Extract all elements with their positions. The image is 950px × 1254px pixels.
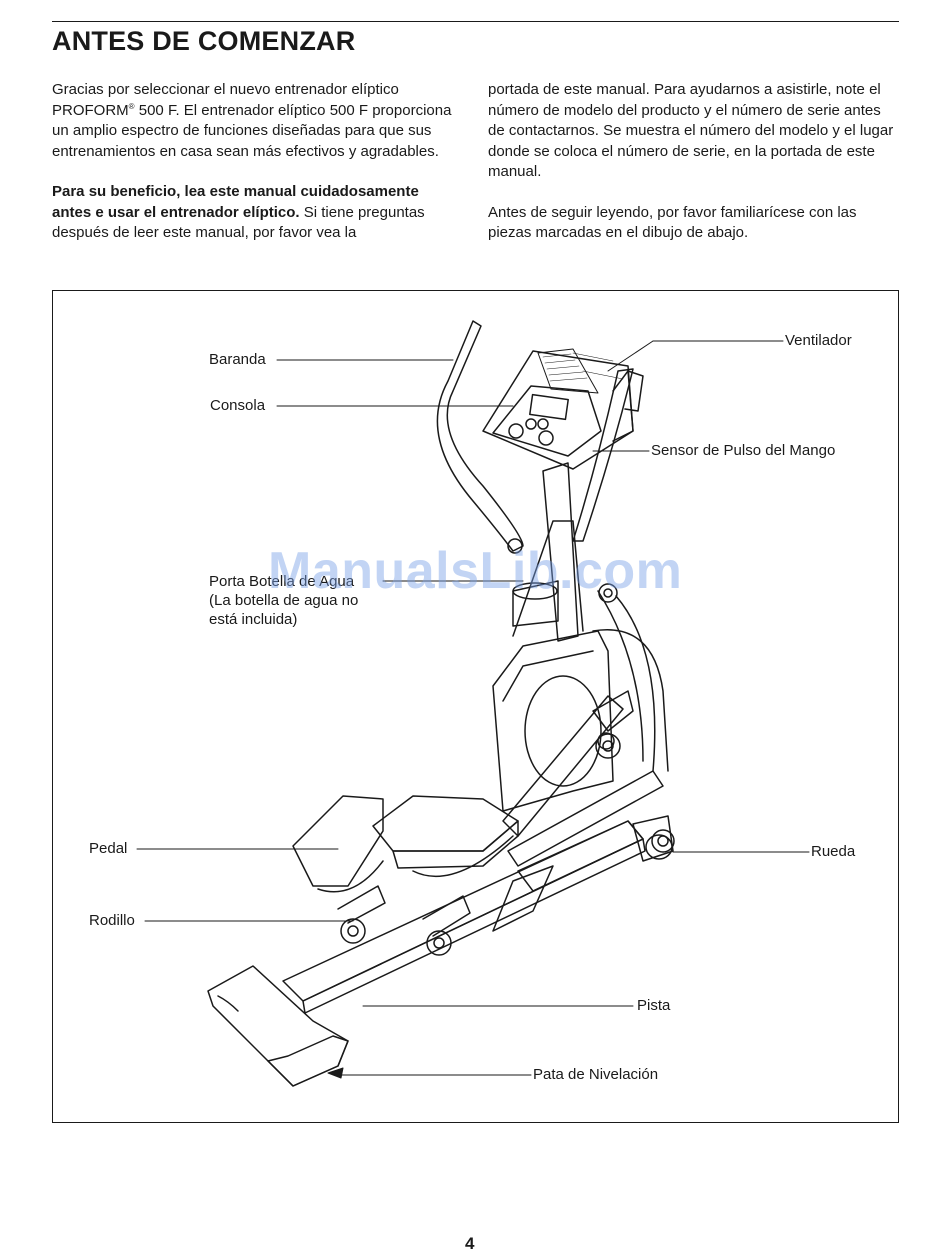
label-porta-line1: Porta Botella de Agua [209,573,355,590]
intro-paragraph-3: portada de este manual. Para ayudarnos a… [488,81,894,180]
label-ventilador: Ventilador [785,332,852,349]
label-pista: Pista [637,997,671,1014]
main-frame [492,520,669,812]
label-pata: Pata de Nivelación [533,1066,659,1083]
label-porta: Porta Botella de Agua (La botella de agu… [209,572,358,629]
intro-paragraph-4: Antes de seguir leyendo, por favor famil… [488,203,857,242]
intro-text-rest: Si tiene preguntas después de leer este … [52,203,425,242]
label-rueda: Rueda [811,843,856,860]
track [282,815,675,1014]
intro-bold-warning: Para su beneficio, lea este manual cuida… [52,183,419,221]
label-rodillo: Rodillo [89,912,135,929]
elliptical-drawing [136,320,810,1087]
pedals [292,795,519,893]
header-rule [52,21,899,22]
intro-left-column: Gracias por seleccionar el nuevo entrena… [52,80,462,264]
registered-mark: ® [128,101,135,111]
rollers [337,885,471,956]
label-sensor: Sensor de Pulso del Mango [651,442,836,459]
label-porta-line3: está incluida) [209,611,298,628]
intro-text: Gracias por seleccionar el nuevo entrena… [52,81,399,119]
handlebars [436,320,644,554]
page-number: 4 [465,1234,475,1253]
pedal-arm-right [502,690,664,867]
console [482,348,634,470]
intro-paragraph-1: Gracias por seleccionar el nuevo entrena… [52,80,462,162]
wheel [645,834,673,860]
fan-grille [542,352,624,382]
label-baranda: Baranda [209,351,266,368]
intro-paragraph-2: Para su beneficio, lea este manual cuida… [52,182,462,244]
leveling-base [207,965,349,1087]
label-porta-line2: (La botella de agua no [209,592,359,609]
label-consola: Consola [210,397,266,414]
watermark: ManualsLib.com [268,542,683,600]
intro-right-column: portada de este manual. Para ayudarnos a… [488,80,898,264]
mast [512,462,579,642]
parts-diagram: Baranda Consola Ventilador Sensor de Pul… [52,290,899,1123]
page-title: ANTES DE COMENZAR [52,26,356,56]
label-pedal: Pedal [89,840,128,857]
leader-lines [136,340,810,1079]
intro-text-cont: 500 F. El entrenador elíptico 500 F prop… [52,101,452,160]
